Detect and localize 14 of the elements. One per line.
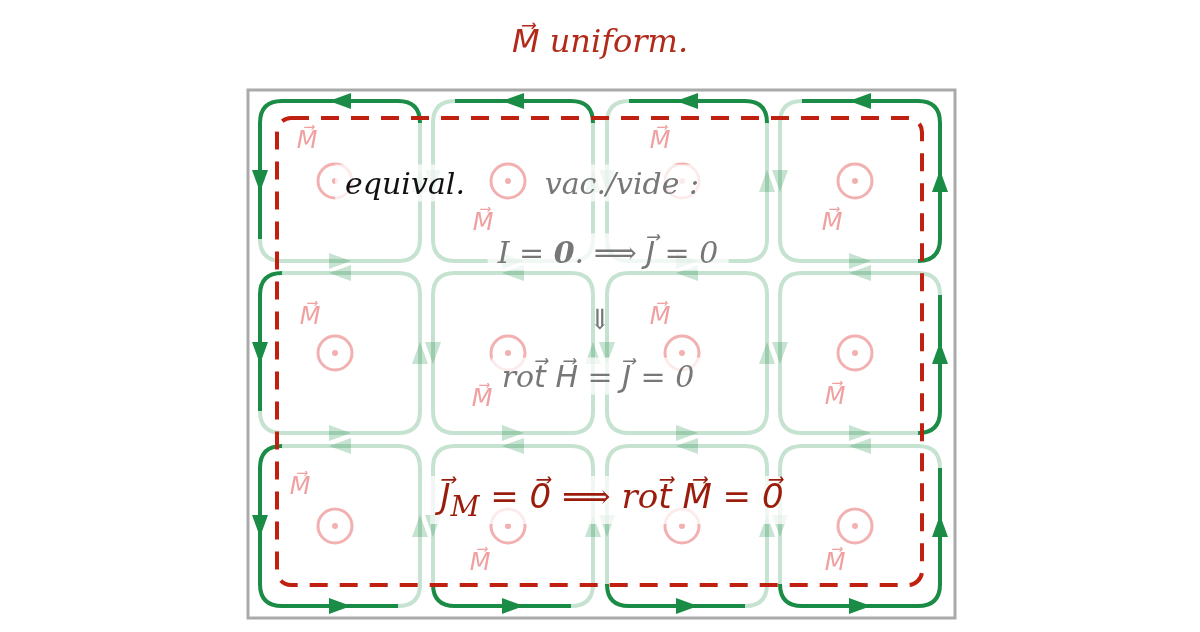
implication-arrow: ⇓ [588, 304, 612, 336]
vector-label: M⃗ [649, 302, 671, 330]
equation: I = 0. ⟹ J⃗ = 0 [487, 233, 729, 271]
vector-label: M⃗ [471, 384, 493, 412]
vector-label: M⃗ [824, 548, 846, 576]
vector-label: M⃗ [824, 382, 846, 410]
vector-label: M⃗ [472, 208, 494, 236]
vector-label: M⃗ [296, 126, 318, 154]
vector-label: M⃗ [299, 302, 321, 330]
vector-label: M⃗ [289, 472, 311, 500]
vector-label: M⃗ [469, 548, 491, 576]
title: M⃗ uniform. [511, 24, 689, 60]
vector-label: M⃗ [821, 208, 843, 236]
vector-label: M⃗ [649, 126, 671, 154]
